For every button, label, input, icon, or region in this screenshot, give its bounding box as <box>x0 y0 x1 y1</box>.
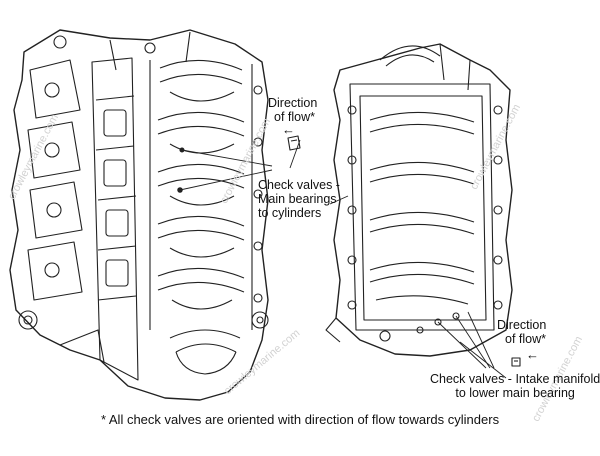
direction-of-flow-label-left: Direction of flow* <box>268 96 317 124</box>
crankcase-cover-right <box>325 43 513 357</box>
direction-of-flow-left-line1: Direction <box>268 96 318 110</box>
check-intake-line2: to lower main bearing <box>455 386 575 400</box>
check-valves-intake-label: Check valves - Intake manifold to lower … <box>430 372 600 400</box>
direction-of-flow-right-line1: Direction <box>497 318 547 332</box>
left-arrow-icon: ← <box>282 122 295 137</box>
direction-of-flow-left-line2: of flow* <box>274 110 315 124</box>
leader-lines <box>179 139 507 379</box>
left-arrow-icon-right: ← <box>526 347 539 362</box>
check-intake-line1: Check valves - Intake manifold <box>430 372 600 386</box>
cylinder-block-left <box>9 29 269 401</box>
direction-of-flow-label-right: Direction of flow* <box>497 318 546 346</box>
check-valves-main-bearings-label: Check valves - Main bearings to cylinder… <box>258 178 340 220</box>
check-main-line1: Check valves - <box>258 178 340 192</box>
footnote: * All check valves are oriented with dir… <box>100 412 500 427</box>
check-main-line3: to cylinders <box>258 206 322 220</box>
check-main-line2: Main bearings <box>258 192 337 206</box>
direction-of-flow-right-line2: of flow* <box>505 332 546 346</box>
check-valve-symbol-right <box>511 357 521 367</box>
check-valve-symbol-left <box>287 135 301 151</box>
